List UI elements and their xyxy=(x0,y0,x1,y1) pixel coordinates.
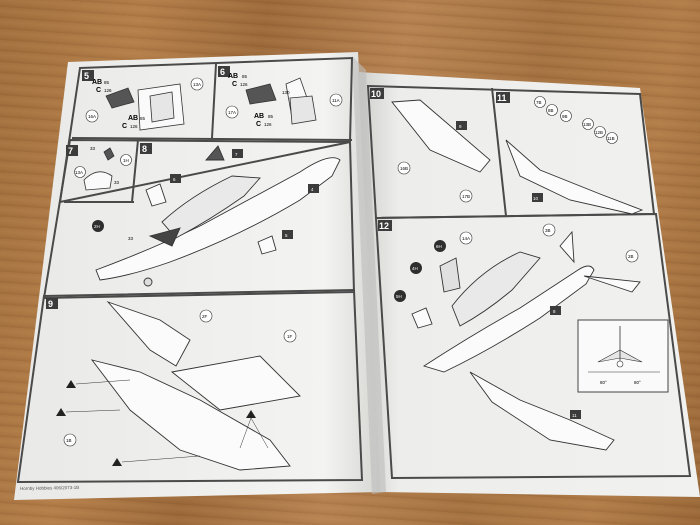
svg-text:85: 85 xyxy=(140,116,146,121)
code-ab: AB xyxy=(92,79,102,86)
svg-text:33: 33 xyxy=(90,146,96,151)
code-c: C xyxy=(96,87,101,94)
svg-text:2H: 2H xyxy=(94,224,100,229)
svg-text:126: 126 xyxy=(264,122,272,127)
svg-text:10: 10 xyxy=(533,196,539,201)
svg-text:1F: 1F xyxy=(287,334,293,339)
svg-text:85: 85 xyxy=(242,74,248,79)
svg-text:80°: 80° xyxy=(600,380,607,385)
svg-text:13B: 13B xyxy=(583,122,591,127)
svg-text:C: C xyxy=(232,81,237,88)
svg-text:1H: 1H xyxy=(123,158,129,163)
svg-text:17A: 17A xyxy=(228,110,236,115)
svg-text:16B: 16B xyxy=(400,166,408,171)
svg-text:8: 8 xyxy=(553,309,556,314)
svg-text:9B: 9B xyxy=(562,114,568,119)
panel-step-9 xyxy=(16,288,364,484)
svg-text:12B: 12B xyxy=(595,130,603,135)
step-9-fuselage-drawing xyxy=(90,301,301,471)
svg-text:14A: 14A xyxy=(462,236,470,241)
svg-text:6: 6 xyxy=(173,177,176,182)
step-8-aircraft-drawing xyxy=(95,145,341,287)
svg-text:AB: AB xyxy=(254,113,264,120)
svg-text:2B: 2B xyxy=(628,254,634,259)
svg-text:126: 126 xyxy=(240,82,248,87)
step-5-seat-drawing xyxy=(105,83,185,131)
svg-text:AB: AB xyxy=(128,115,138,122)
step-numbers-left: 5 6 7 8 9 xyxy=(46,66,230,309)
warning-triangle-icon xyxy=(56,380,256,466)
svg-text:17B: 17B xyxy=(462,194,470,199)
step-6-seat-drawing xyxy=(245,77,317,125)
svg-text:4H: 4H xyxy=(412,266,418,271)
right-page xyxy=(358,72,700,497)
svg-text:AB: AB xyxy=(228,73,238,80)
front-view-inset xyxy=(577,319,669,393)
part-13A-label: 13A xyxy=(193,82,201,87)
svg-text:126: 126 xyxy=(130,124,138,129)
svg-text:7B: 7B xyxy=(536,100,542,105)
svg-text:126: 126 xyxy=(104,88,112,93)
svg-text:3B: 3B xyxy=(545,228,551,233)
svg-text:2F: 2F xyxy=(202,314,208,319)
panel-step-12 xyxy=(374,212,692,480)
step-9-number: 9 xyxy=(48,299,53,309)
svg-text:7: 7 xyxy=(235,152,238,157)
svg-text:C: C xyxy=(122,123,127,130)
svg-text:4: 4 xyxy=(311,187,314,192)
step-11-number: 11 xyxy=(497,93,507,103)
step-12-number: 12 xyxy=(379,221,389,231)
step-7-part-drawing xyxy=(83,147,115,191)
step-11-wing-drawing xyxy=(505,139,644,215)
svg-text:11A: 11A xyxy=(332,98,340,103)
svg-text:8B: 8B xyxy=(548,108,554,113)
svg-text:85: 85 xyxy=(268,114,274,119)
svg-text:5: 5 xyxy=(285,233,288,238)
svg-text:80°: 80° xyxy=(634,380,641,385)
svg-text:33: 33 xyxy=(114,180,120,185)
svg-text:85: 85 xyxy=(104,80,110,85)
step-10-number: 10 xyxy=(371,89,381,99)
part-16A-label: 16A xyxy=(88,114,96,119)
svg-text:13A: 13A xyxy=(75,170,83,175)
svg-text:130: 130 xyxy=(282,90,290,95)
step-6-number: 6 xyxy=(220,67,225,77)
sheet-footer: Hornby Hobbies 406/2073-1B xyxy=(20,485,79,491)
svg-text:5H: 5H xyxy=(396,294,402,299)
svg-text:1B: 1B xyxy=(66,438,72,443)
svg-text:C: C xyxy=(256,121,261,128)
step-10-wing-drawing xyxy=(391,99,491,173)
svg-text:33: 33 xyxy=(128,236,134,241)
svg-text:11B: 11B xyxy=(607,136,615,141)
step-7-number: 7 xyxy=(68,146,73,156)
svg-text:11: 11 xyxy=(572,413,577,418)
step-12-aircraft-drawing xyxy=(411,230,641,451)
step-8-number: 8 xyxy=(142,144,147,154)
svg-text:9: 9 xyxy=(459,124,462,129)
svg-text:6H: 6H xyxy=(436,244,442,249)
step-5-number: 5 xyxy=(84,71,89,81)
